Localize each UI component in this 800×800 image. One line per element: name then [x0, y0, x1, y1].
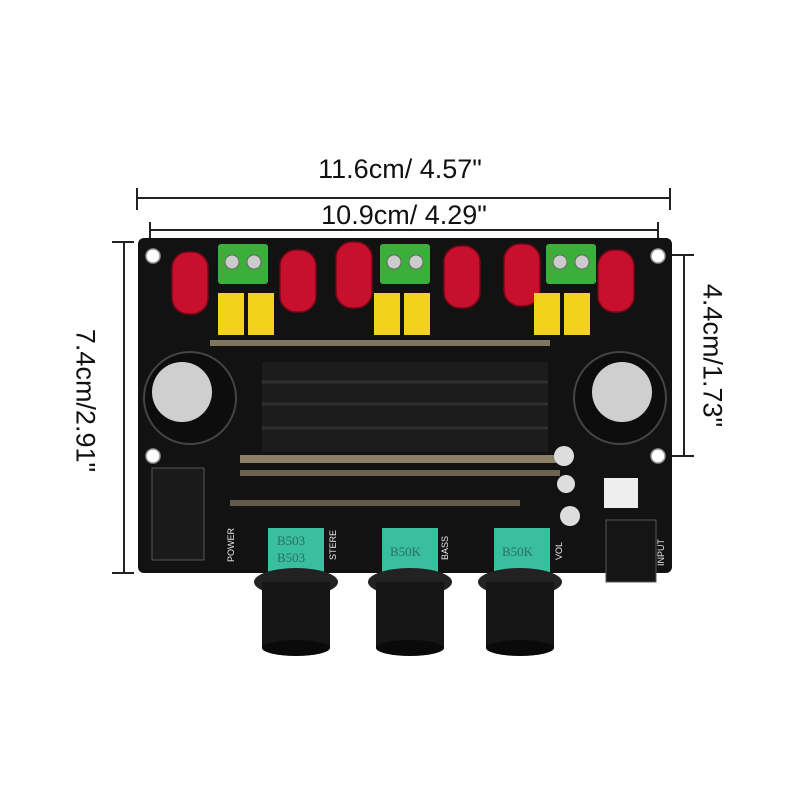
- speaker-terminals: [218, 244, 596, 284]
- bass-label: BASS: [440, 536, 450, 560]
- pot-1-label-top: B503: [277, 533, 305, 548]
- heatsink: [262, 362, 548, 452]
- pot-3-label: B50K: [502, 544, 534, 559]
- hole-width-label: 10.9cm/ 4.29": [321, 200, 487, 230]
- volume-label: VOL: [554, 542, 564, 560]
- film-capacitors: [218, 293, 590, 335]
- audio-input-jack: [605, 519, 657, 583]
- overall-height-label: 7.4cm/2.91": [70, 328, 101, 473]
- bass-knob[interactable]: [368, 568, 452, 656]
- pot-1-label-bottom: B503: [277, 550, 305, 565]
- mounting-holes: [145, 248, 666, 464]
- stereo-knob[interactable]: [254, 568, 338, 656]
- power-jack: [151, 467, 205, 561]
- smd-components: [210, 340, 560, 506]
- stereo-label: STERE: [328, 530, 338, 560]
- input-label: INPUT: [656, 538, 666, 566]
- overall-width-label: 11.6cm/ 4.57": [318, 154, 482, 184]
- inductors: [171, 241, 635, 315]
- volume-knob[interactable]: [478, 568, 562, 656]
- hole-height-label: 4.4cm/1.73": [697, 283, 728, 428]
- connector-header: [604, 478, 638, 508]
- pot-2-label: B50K: [390, 544, 422, 559]
- knobs: [254, 568, 562, 656]
- dimension-lines: [112, 188, 694, 574]
- electrolytic-capacitors: [143, 351, 667, 526]
- power-label: POWER: [226, 527, 236, 562]
